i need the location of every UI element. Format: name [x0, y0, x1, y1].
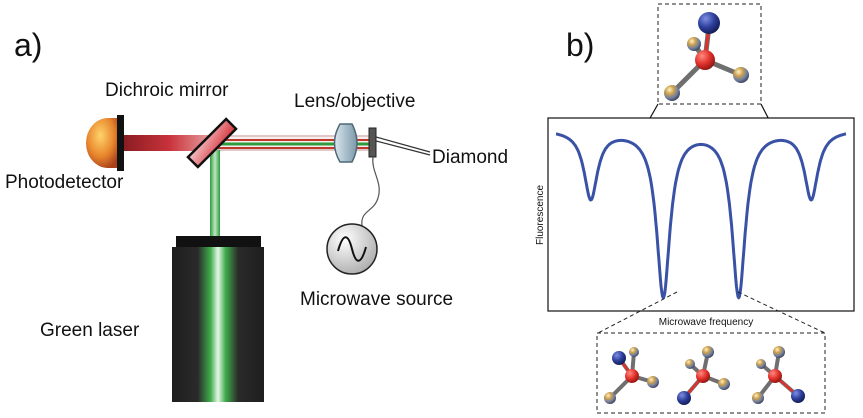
photodetector-dome [86, 118, 118, 168]
dashed-connector [737, 291, 826, 334]
microwave-cable [361, 156, 380, 227]
photodetector-plate [117, 115, 124, 171]
fluorescence-plot [555, 132, 847, 300]
nv-center-molecule-2 [677, 346, 730, 405]
dashed-connector [597, 291, 678, 334]
green-beam [210, 150, 220, 240]
green-laser [172, 236, 264, 402]
lens [333, 123, 358, 163]
top-inset-box [657, 3, 762, 105]
microwave-source [326, 223, 378, 275]
nv-center-molecule-1 [604, 347, 659, 404]
red-beam [124, 135, 214, 151]
photodetector [86, 115, 124, 171]
carbon-atom [664, 85, 680, 101]
lens-objective-label: Lens/objective [294, 91, 415, 112]
carbon-atom [687, 37, 701, 51]
vacancy-atom [695, 50, 715, 70]
carbon-atom [733, 67, 749, 83]
green-laser-label: Green laser [40, 320, 140, 341]
dichroic-mirror [186, 117, 238, 169]
y-axis-label: Fluorescence [535, 185, 546, 245]
bottom-inset-box [596, 332, 826, 414]
sine-wave-icon [337, 236, 367, 262]
x-axis-label: Microwave frequency [659, 317, 753, 328]
panel-label-b: b) [566, 27, 594, 63]
dichroic-mirror-label: Dichroic mirror [105, 80, 229, 101]
diamond [368, 127, 431, 158]
plot-frame [547, 117, 855, 312]
nv-center-molecule-top [664, 12, 749, 101]
nitrogen-atom [698, 12, 720, 34]
diamond-label: Diamond [432, 147, 508, 168]
photodetector-label: Photodetector [5, 172, 124, 193]
fluorescence-curve [555, 132, 847, 300]
nv-center-molecule-3 [752, 346, 805, 404]
panel-label-a: a) [14, 27, 42, 63]
microwave-source-label: Microwave source [300, 289, 453, 310]
